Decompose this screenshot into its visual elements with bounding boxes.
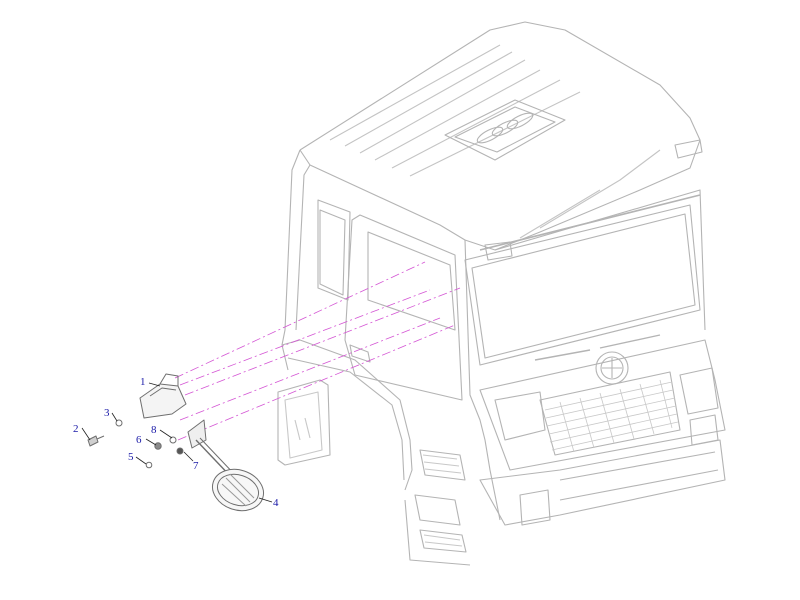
mirror-parts [87, 373, 264, 512]
leader-lines [81, 382, 273, 503]
callout-1: 1 [140, 376, 146, 388]
part-1-upper-mirror [139, 373, 187, 419]
part-4-round-mirror [212, 468, 264, 512]
callout-8: 8 [151, 424, 157, 436]
callout-2: 2 [73, 423, 79, 435]
part-3-washer [115, 419, 123, 427]
truck-cab [277, 21, 726, 566]
part-2-bolt [87, 435, 105, 447]
callout-3: 3 [104, 407, 110, 419]
explode-lines [174, 261, 461, 441]
part-6-nut [154, 442, 162, 450]
cab-step [404, 449, 471, 566]
roof-hatch [444, 99, 566, 161]
part-5-washer [145, 461, 153, 469]
callout-5: 5 [128, 451, 134, 463]
grille-mesh [544, 379, 679, 453]
callout-6: 6 [136, 434, 142, 446]
part-8-washer [169, 436, 177, 444]
callout-4: 4 [273, 497, 279, 509]
callout-7: 7 [193, 460, 199, 472]
roof-ribs [329, 44, 661, 239]
